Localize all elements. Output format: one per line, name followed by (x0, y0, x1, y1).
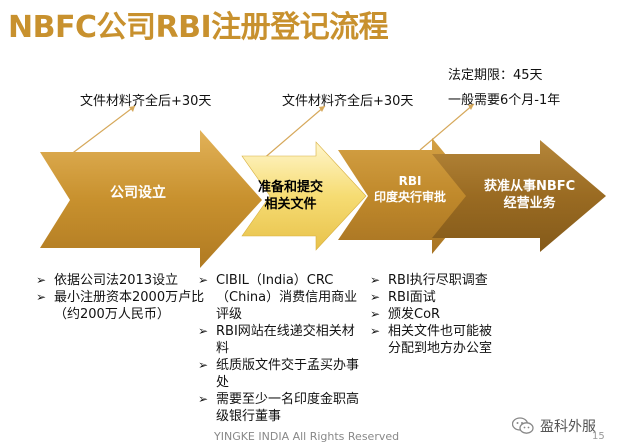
deadline-line-2: 一般需要6个月-1年 (448, 93, 561, 108)
check-arrow-icon: ➢ (198, 358, 209, 372)
list-item: ➢最小注册资本2000万卢比（约200万人民币） (36, 290, 205, 322)
connector-arrow-3 (468, 104, 474, 110)
check-arrow-icon: ➢ (198, 392, 209, 406)
check-arrow-icon: ➢ (198, 273, 209, 287)
check-arrow-icon: ➢ (198, 324, 209, 338)
check-arrow-icon: ➢ (36, 290, 47, 304)
page-title: NBFC公司RBI注册登记流程 (8, 10, 389, 45)
check-arrow-icon: ➢ (36, 273, 47, 287)
stage-4-line-1: 获准从事NBFC (484, 179, 576, 194)
stage-3-line-2: 印度央行审批 (374, 190, 447, 204)
stage-3-details: ➢RBI执行尽职调查 ➢RBI面试 ➢颁发CoR ➢相关文件也可能被分配到地方办… (370, 272, 500, 357)
list-item: ➢纸质版文件交于孟买办事处 (198, 358, 360, 390)
note-first: 文件材料齐全后+30天 (80, 94, 212, 109)
brand-name: 盈科外服 (540, 419, 596, 435)
connector-line-1 (69, 105, 136, 156)
page-number: 15 (592, 431, 605, 442)
stage-arrow-2 (241, 141, 367, 251)
wechat-icon (512, 417, 534, 434)
stage-4-label: 获准从事NBFC 经营业务 (484, 178, 575, 212)
deadline-line-1: 法定期限：45天 (448, 68, 543, 83)
check-arrow-icon: ➢ (370, 324, 381, 338)
list-item: ➢CIBIL（India）CRC（China）消费信用商业评级 (198, 273, 358, 322)
connector-arrow-2 (319, 106, 325, 112)
check-arrow-icon: ➢ (370, 290, 381, 304)
stage-2-label: 准备和提交 相关文件 (258, 179, 323, 213)
stage-arrow-4 (432, 140, 606, 252)
connector-line-2 (261, 105, 326, 161)
note-second: 文件材料齐全后+30天 (282, 94, 414, 109)
list-item: ➢依据公司法2013设立 (36, 273, 179, 288)
stage-3-label: RBI 印度央行审批 (374, 173, 446, 205)
deadline-note: 法定期限：45天 一般需要6个月-1年 (448, 63, 560, 113)
stage-2-details: ➢CIBIL（India）CRC（China）消费信用商业评级 ➢RBI网站在线… (198, 272, 366, 425)
list-item: ➢RBI网站在线递交相关材料 (198, 324, 355, 356)
connector-arrow-1 (129, 106, 135, 112)
list-item: ➢颁发CoR (370, 307, 441, 322)
stage-1-label: 公司设立 (110, 185, 166, 201)
check-arrow-icon: ➢ (370, 273, 381, 287)
connector-line-3 (419, 103, 475, 151)
footer-copyright: YINGKE INDIA All Rights Reserved (214, 430, 400, 443)
stage-2-line-2: 相关文件 (264, 197, 317, 212)
stage-4-line-2: 经营业务 (503, 196, 556, 211)
stage-2-line-1: 准备和提交 (258, 180, 324, 195)
brand-watermark: 盈科外服 (512, 416, 596, 436)
stage-arrow-1 (40, 130, 262, 268)
list-item: ➢相关文件也可能被分配到地方办公室 (370, 324, 493, 356)
list-item: ➢需要至少一名印度金职高级银行董事 (198, 392, 360, 424)
stage-1-details: ➢依据公司法2013设立 ➢最小注册资本2000万卢比（约200万人民币） (36, 272, 216, 323)
list-item: ➢RBI面试 (370, 290, 436, 305)
check-arrow-icon: ➢ (370, 307, 381, 321)
list-item: ➢RBI执行尽职调查 (370, 273, 488, 288)
stage-3-line-1: RBI (398, 174, 422, 188)
